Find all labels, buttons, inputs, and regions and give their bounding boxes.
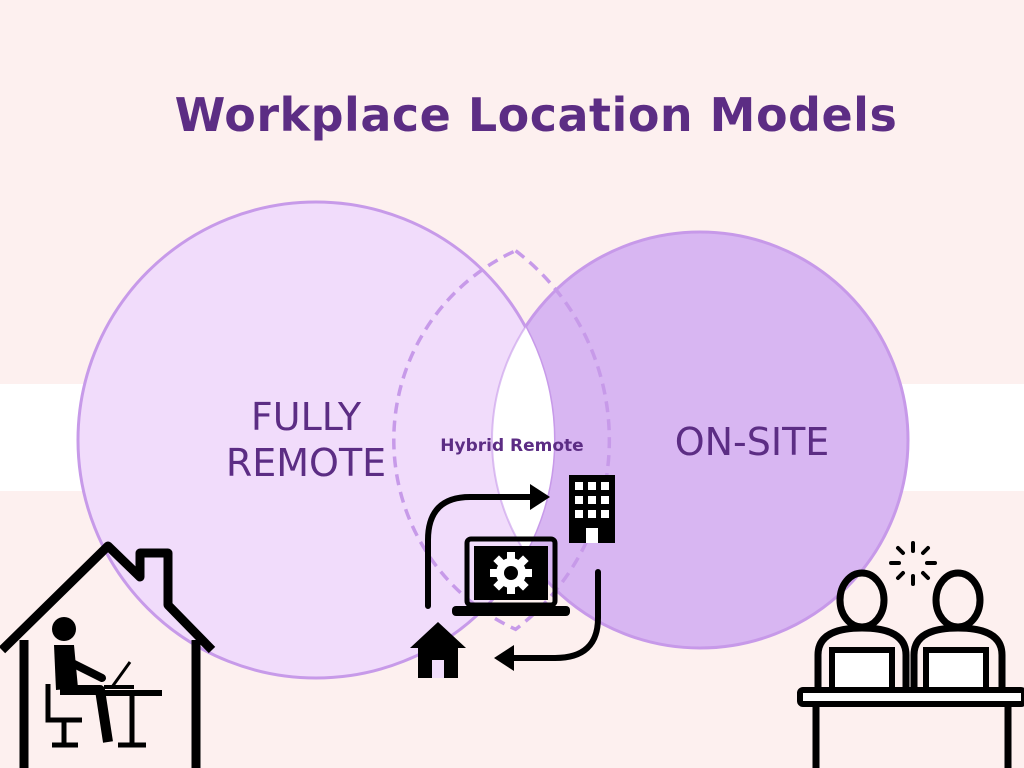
office-building-icon bbox=[569, 475, 615, 543]
coworkers-at-desk-icon bbox=[797, 541, 1024, 768]
laptop-settings-icon bbox=[452, 536, 570, 616]
page-title: Workplace Location Models bbox=[174, 88, 898, 142]
set-label-on-site: ON-SITE bbox=[674, 420, 830, 464]
set-label-fully-remote-line2: REMOTE bbox=[225, 440, 387, 485]
idea-spark-icon bbox=[889, 541, 937, 586]
home-icon bbox=[410, 622, 466, 678]
cycle-arrows-icon bbox=[425, 494, 601, 661]
arrow-head-left bbox=[494, 645, 514, 671]
person-working-at-home-icon bbox=[0, 541, 216, 768]
set-label-fully-remote-line1: FULLY bbox=[250, 395, 362, 439]
arrow-head-right bbox=[530, 484, 550, 510]
set-label-hybrid-remote: Hybrid Remote bbox=[440, 436, 584, 456]
set-label-fully-remote: FULLY REMOTE bbox=[196, 395, 416, 486]
venn-intersection-outline bbox=[392, 248, 612, 632]
